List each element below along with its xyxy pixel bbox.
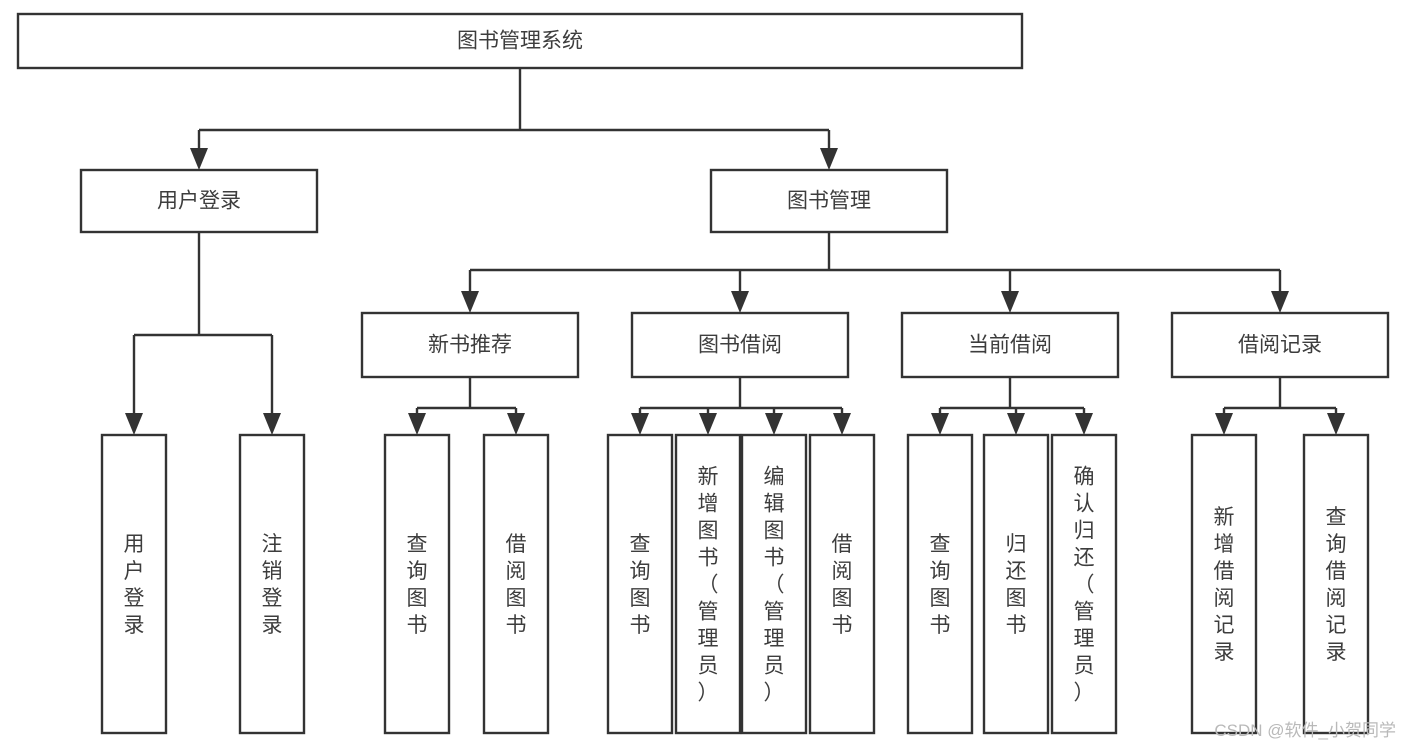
node-label: 查询图书 [930,533,951,637]
arrow-head-icon [1327,413,1345,435]
node-label: 查询借阅记录 [1326,506,1347,664]
csdn-watermark: CSDN @软件_小贺同学 [1214,721,1396,740]
node-leaf-leaf-add-borrow-record[interactable]: 新增借阅记录 [1190,433,1258,735]
node-root[interactable]: 图书管理系统 [16,12,1024,70]
node-box[interactable] [238,433,306,735]
node-leaf-leaf-edit-book[interactable]: 编辑图书（管理员） [740,433,808,735]
node-label: 注销登录 [262,533,283,637]
node-box[interactable] [1190,433,1258,735]
node-label: 确认归还（管理员） [1074,466,1095,705]
node-leaf-leaf-add-book[interactable]: 新增图书（管理员） [674,433,742,735]
node-box[interactable] [900,311,1120,379]
node-leaf-leaf-query-book-cur[interactable]: 查询图书 [906,433,974,735]
node-box[interactable] [709,168,949,234]
arrow-head-icon [408,413,426,435]
node-label: 新增图书（管理员） [698,466,719,705]
node-box[interactable] [1050,433,1118,735]
node-leaf-leaf-borrow-book[interactable]: 借阅图书 [808,433,876,735]
node-leaf-leaf-query-book-rec[interactable]: 查询图书 [383,433,451,735]
node-label: 查询图书 [407,533,428,637]
arrow-head-icon [931,413,949,435]
arrow-head-icon [820,148,838,170]
arrow-head-icon [731,291,749,313]
node-label: 用户登录 [157,190,241,213]
node-level3-current-borrow[interactable]: 当前借阅 [900,311,1120,379]
node-box[interactable] [1170,311,1390,379]
connector-layer [125,68,1345,435]
node-leaf-leaf-user-logout[interactable]: 注销登录 [238,433,306,735]
node-box[interactable] [1302,433,1370,735]
node-label: 归还图书 [1006,533,1027,637]
node-level2-user-login[interactable]: 用户登录 [79,168,319,234]
arrow-head-icon [263,413,281,435]
arrow-head-icon [190,148,208,170]
arrow-head-icon [125,413,143,435]
arrow-head-icon [699,413,717,435]
node-level3-borrow-record[interactable]: 借阅记录 [1170,311,1390,379]
node-box[interactable] [808,433,876,735]
node-label: 编辑图书（管理员） [764,466,785,705]
node-box[interactable] [360,311,580,379]
node-box[interactable] [482,433,550,735]
node-leaf-leaf-query-borrow-record[interactable]: 查询借阅记录 [1302,433,1370,735]
node-box[interactable] [906,433,974,735]
arrow-head-icon [631,413,649,435]
node-label: 用户登录 [124,533,145,637]
arrow-head-icon [1215,413,1233,435]
node-label: 图书借阅 [698,334,782,357]
node-label: 查询图书 [630,533,651,637]
node-label: 借阅记录 [1238,334,1322,357]
node-box[interactable] [630,311,850,379]
node-box[interactable] [383,433,451,735]
node-label: 图书管理 [787,190,871,213]
node-leaf-leaf-return-book[interactable]: 归还图书 [982,433,1050,735]
node-leaf-leaf-borrow-book-rec[interactable]: 借阅图书 [482,433,550,735]
arrow-head-icon [461,291,479,313]
node-leaf-leaf-confirm-return[interactable]: 确认归还（管理员） [1050,433,1118,735]
node-level3-new-book-recommend[interactable]: 新书推荐 [360,311,580,379]
arrow-head-icon [1271,291,1289,313]
arrow-head-icon [507,413,525,435]
node-label: 借阅图书 [506,533,527,637]
node-layer: 图书管理系统用户登录图书管理新书推荐图书借阅当前借阅借阅记录用户登录注销登录查询… [16,12,1390,735]
node-box[interactable] [100,433,168,735]
node-box[interactable] [79,168,319,234]
node-leaf-leaf-user-login[interactable]: 用户登录 [100,433,168,735]
node-label: 借阅图书 [832,533,853,637]
node-label: 新书推荐 [428,334,512,357]
arrow-head-icon [833,413,851,435]
node-leaf-leaf-query-book-borrow[interactable]: 查询图书 [606,433,674,735]
arrow-head-icon [1075,413,1093,435]
node-label: 新增借阅记录 [1214,506,1235,664]
node-level2-book-manage[interactable]: 图书管理 [709,168,949,234]
node-box[interactable] [740,433,808,735]
node-box[interactable] [606,433,674,735]
node-level3-book-borrow[interactable]: 图书借阅 [630,311,850,379]
node-box[interactable] [982,433,1050,735]
node-box[interactable] [674,433,742,735]
arrow-head-icon [1001,291,1019,313]
node-label: 当前借阅 [968,334,1052,357]
node-box[interactable] [16,12,1024,70]
arrow-head-icon [1007,413,1025,435]
node-label: 图书管理系统 [457,30,583,53]
arrow-head-icon [765,413,783,435]
